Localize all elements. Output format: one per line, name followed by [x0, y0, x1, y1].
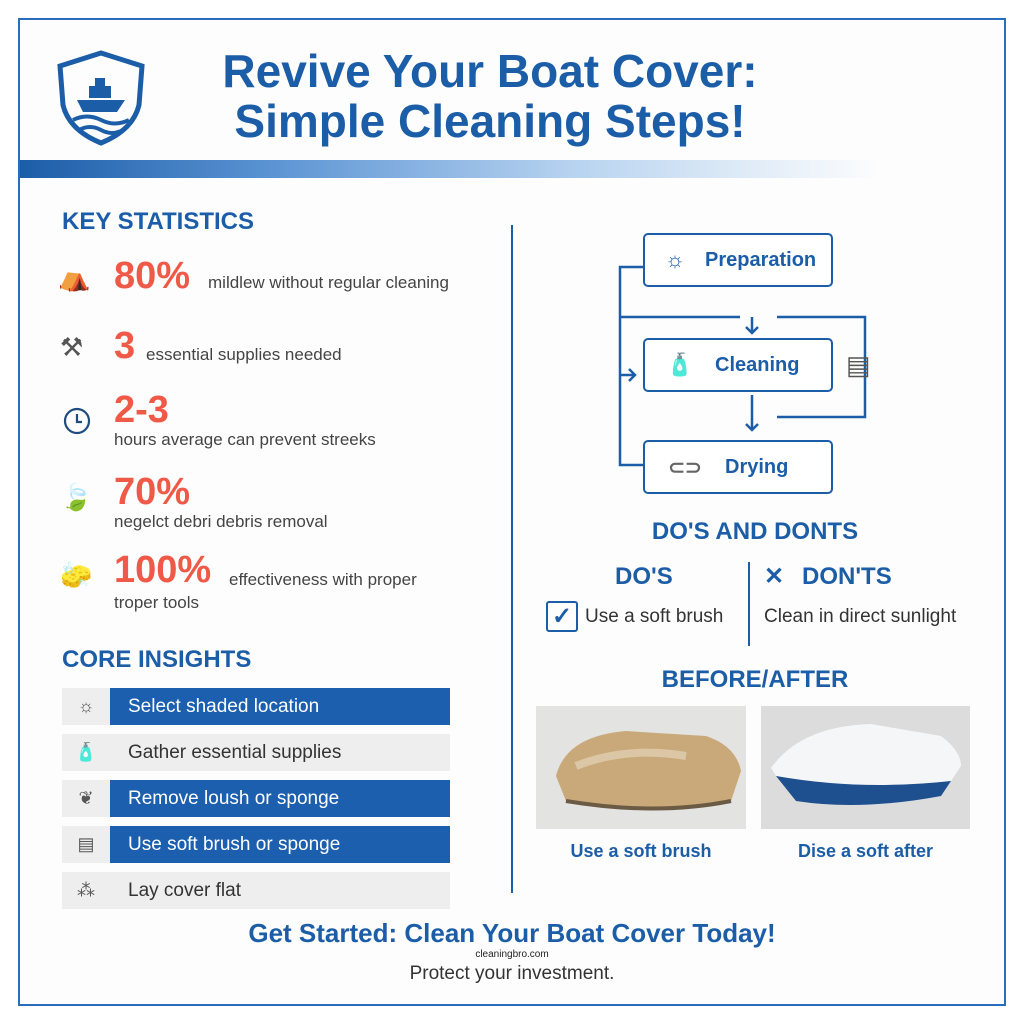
- step-label: Drying: [725, 455, 789, 478]
- stat-text: hours average can prevent streeks: [114, 430, 376, 449]
- before-boat-image: [536, 706, 746, 829]
- footer-subtitle: Protect your investment.: [409, 963, 615, 984]
- brush-icon: ▤: [62, 826, 110, 863]
- donts-item: Clean in direct sunlight: [764, 606, 957, 627]
- flow-step-cleaning: 🧴 Cleaning: [643, 338, 833, 392]
- dos-title: DO'S: [615, 563, 673, 590]
- bottles-icon: 🧴: [62, 734, 110, 771]
- stat-value: 70%: [114, 471, 191, 513]
- donts-title: DON'TS: [802, 563, 892, 590]
- key-statistics-heading: KEY STATISTICS: [62, 208, 255, 235]
- x-icon: ✕: [764, 563, 785, 590]
- sun-icon: ☼: [62, 688, 110, 725]
- insight-label: Select shaded location: [110, 688, 450, 725]
- clock-icon: [63, 407, 91, 435]
- step-label: Cleaning: [715, 353, 800, 376]
- stat-value: 80%: [114, 255, 191, 297]
- after-boat-image: [761, 706, 970, 829]
- insight-label: Gather essential supplies: [110, 734, 450, 771]
- title-line-2: Simple Cleaning Steps!: [234, 95, 746, 147]
- shield-boat-logo: [57, 50, 145, 146]
- stat-value: 100%: [114, 549, 212, 591]
- flow-connectors: [618, 265, 867, 467]
- dryer-icon: ⊂⊃: [668, 456, 702, 479]
- flow-step-drying: ⊂⊃ Drying: [643, 440, 833, 494]
- boat-cover-icon: ⛺: [58, 262, 91, 292]
- leaves-icon: ❦: [62, 780, 110, 817]
- stat-text: essential supplies needed: [146, 345, 342, 364]
- stat-value: 2-3: [114, 389, 169, 431]
- insight-label: Lay cover flat: [110, 872, 450, 909]
- insight-row: ⁂Lay cover flat: [62, 872, 450, 909]
- step-label: Preparation: [705, 248, 817, 271]
- core-insights-heading: CORE INSIGHTS: [62, 646, 252, 673]
- insight-row: ❦Remove loush or sponge: [62, 780, 450, 817]
- scrub-brush-icon: ▤: [846, 350, 871, 380]
- dos-item: Use a soft brush: [585, 606, 724, 627]
- stat-text: mildlew without regular cleaning: [208, 273, 449, 292]
- cleaning-tools-icon: 🧽: [60, 560, 93, 590]
- before-after-heading: BEFORE/AFTER: [661, 666, 849, 693]
- cover-flat-icon: ⁂: [62, 872, 110, 909]
- dos-divider: [748, 562, 750, 646]
- insight-label: Use soft brush or sponge: [110, 826, 450, 863]
- checkbox-icon: ✓: [546, 601, 578, 632]
- insight-row: ▤Use soft brush or sponge: [62, 826, 450, 863]
- stat-text: effectiveness with proper: [229, 570, 417, 589]
- column-divider: [511, 225, 513, 893]
- insight-row: ☼Select shaded location: [62, 688, 450, 725]
- wave-band: [20, 160, 880, 178]
- leaves-debris-icon: 🍃: [60, 482, 93, 512]
- sun-brush-icon: ☼: [664, 247, 686, 272]
- title-line-1: Revive Your Boat Cover:: [222, 45, 758, 97]
- dos-donts-heading: DO'S AND DONTS: [651, 518, 859, 545]
- flow-step-preparation: ☼ Preparation: [643, 233, 833, 287]
- stat-text-continued: troper tools: [114, 593, 200, 612]
- after-caption: Dise a soft after: [797, 841, 934, 861]
- insight-row: 🧴Gather essential supplies: [62, 734, 450, 771]
- stat-value: 3: [114, 325, 136, 367]
- insight-label: Remove loush or sponge: [110, 780, 450, 817]
- brush-tools-icon: ⚒: [60, 332, 84, 362]
- stat-text: negelct debri debris removal: [114, 512, 328, 531]
- spray-bottles-icon: 🧴: [666, 352, 694, 377]
- footer-title: Get Started: Clean Your Boat Cover Today…: [248, 918, 776, 948]
- watermark: cleaningbro.com: [475, 949, 549, 960]
- before-caption: Use a soft brush: [570, 841, 712, 861]
